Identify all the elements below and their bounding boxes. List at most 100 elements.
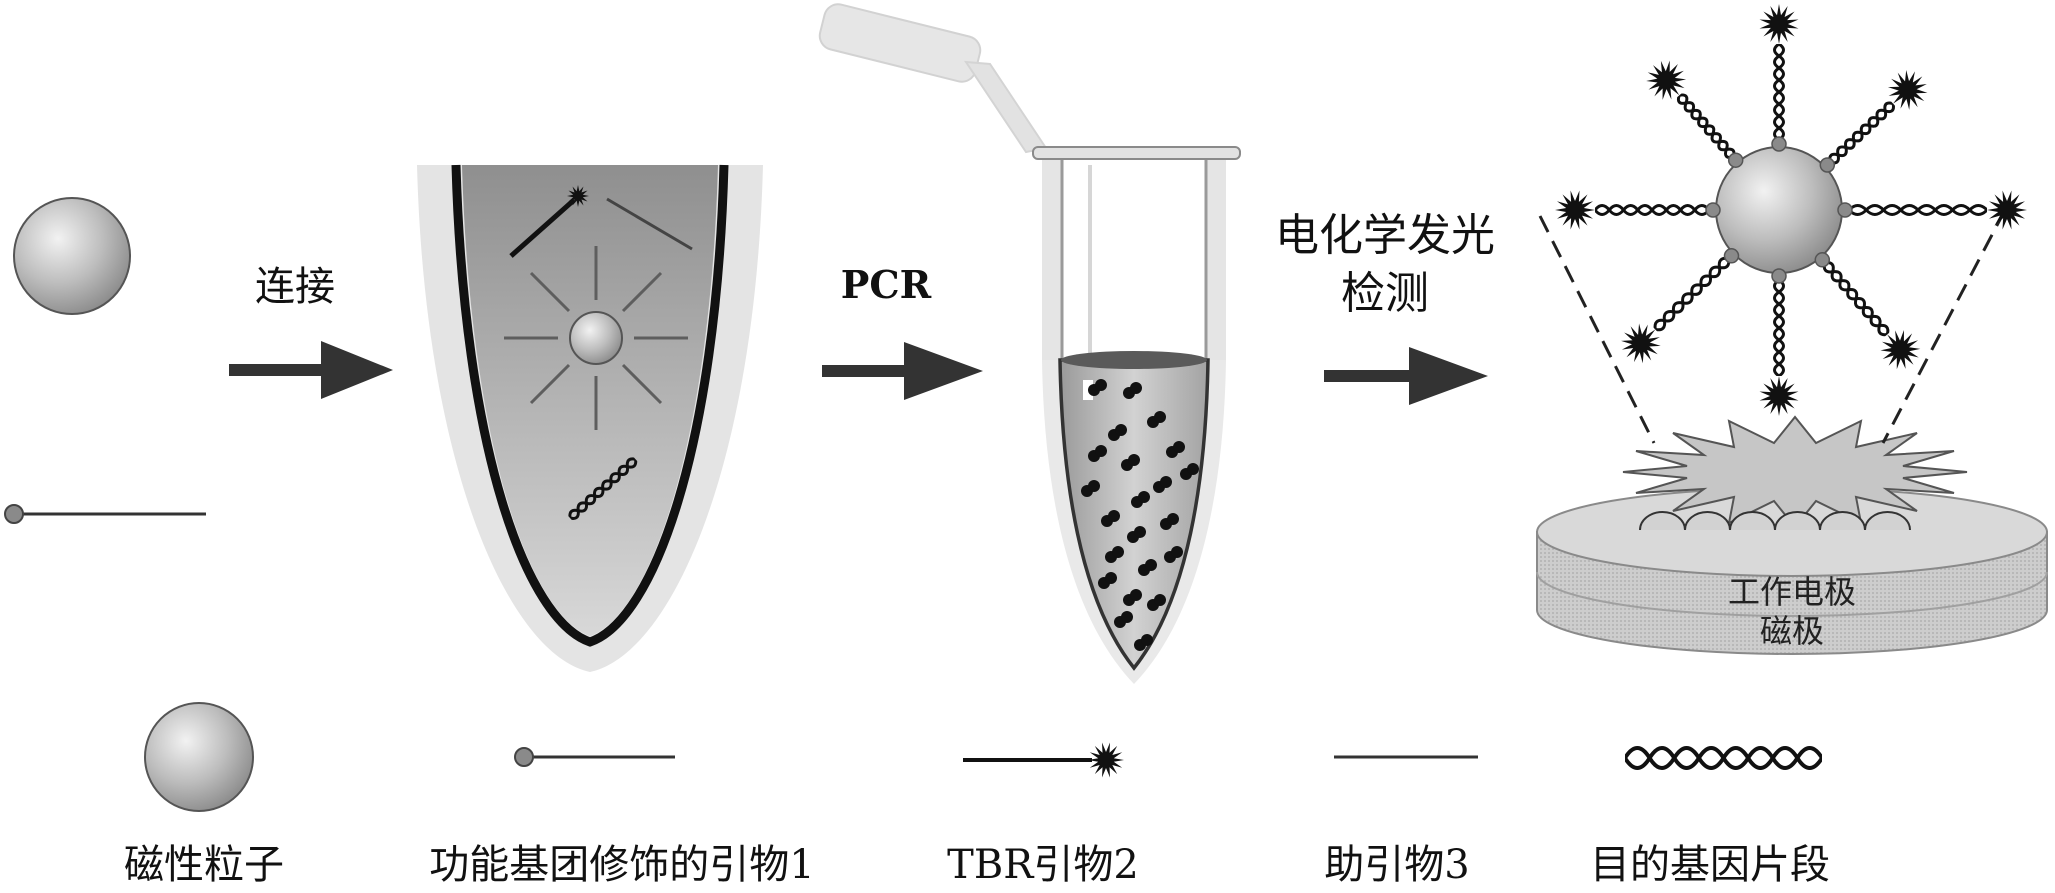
tbr-star-icon xyxy=(1088,742,1124,778)
tbr-star-icon xyxy=(1621,323,1661,364)
legend-label: TBR引物2 xyxy=(947,842,1139,888)
tube-lid-cap xyxy=(818,3,982,83)
captured-bead-layer xyxy=(1639,511,1911,531)
bead-connector xyxy=(1723,248,1740,264)
electrode-layer-boundary xyxy=(1536,571,2048,617)
tbr-product-particle xyxy=(1173,441,1185,453)
target-gene-helix-icon xyxy=(1625,747,1822,769)
radiating-primer xyxy=(621,363,663,405)
functional-group-dot xyxy=(514,747,534,767)
bead-with-primers xyxy=(504,246,688,430)
tube-particles xyxy=(1081,379,1199,651)
target-gene-helix-icon xyxy=(1651,254,1733,334)
bead-strands xyxy=(1555,4,2027,416)
tube-lid-hinge xyxy=(964,60,1048,154)
tbr-star-icon xyxy=(1880,329,1921,370)
legend-label: 助引物3 xyxy=(1324,842,1469,888)
cone-wall xyxy=(451,164,729,647)
zoom-guide-left xyxy=(1538,215,1656,444)
bead-connectors xyxy=(1705,136,1853,284)
tbr-product-particle xyxy=(1128,454,1140,466)
cone-body xyxy=(462,165,718,636)
bead-dna-strand xyxy=(1621,254,1733,364)
tube-wall-left xyxy=(1042,159,1062,362)
target-gene-helix-icon xyxy=(1595,204,1709,216)
tbr-primer-2-icon xyxy=(509,185,589,258)
tbr-product-particle xyxy=(1105,572,1117,584)
bead-connector xyxy=(1771,268,1787,284)
tbr-product-particle xyxy=(1154,411,1166,423)
tbr-primer-strand xyxy=(509,198,576,258)
tbr-product-particle xyxy=(1130,382,1142,394)
target-gene-helix-icon xyxy=(1774,44,1784,140)
tbr-product-particle xyxy=(1138,491,1150,503)
tbr-product-particle xyxy=(1121,611,1133,623)
tbr-product-particle xyxy=(1112,546,1124,558)
tbr-product-particle xyxy=(1130,589,1142,601)
tbr-star-icon xyxy=(1887,70,1928,110)
step3-label-line1: 电化学发光 xyxy=(1275,210,1495,261)
bead-dna-strand xyxy=(1646,60,1737,161)
tbr-star-icon xyxy=(1987,190,2027,230)
tube-rim xyxy=(1032,146,1241,160)
radiating-primer xyxy=(621,271,663,313)
target-gene-helix-icon xyxy=(1821,259,1892,338)
functional-group-dot xyxy=(4,504,24,524)
bead-dna-strand xyxy=(1849,190,2027,230)
tbr-product-particle xyxy=(1187,463,1199,475)
tbr-star-icon xyxy=(1759,4,1799,44)
legend-label: 目的基因片段 xyxy=(1590,842,1830,888)
tbr-product-particle xyxy=(1141,634,1153,646)
reaction-cone xyxy=(417,164,763,672)
target-gene-helix-icon xyxy=(1774,280,1784,376)
tbr-product-particle xyxy=(1115,424,1127,436)
target-gene-helix-icon xyxy=(1849,204,1987,216)
radiating-primer xyxy=(529,363,571,405)
target-gene-helix-icon xyxy=(1675,91,1737,161)
radiating-primer xyxy=(529,271,571,313)
bead-connector xyxy=(1837,202,1853,218)
tbr-product-particle xyxy=(1154,594,1166,606)
bead-dna-strand xyxy=(1555,190,1709,230)
legend-item-primer-1: 功能基团修饰的引物1 xyxy=(429,747,815,888)
legend: 磁性粒子 功能基团修饰的引物1 TBR引物2 助引物3 目的基因片段 xyxy=(124,702,1830,888)
legend-item-tbr-primer-2: TBR引物2 xyxy=(947,742,1139,888)
tbr-star-icon xyxy=(1555,190,1595,230)
arrow-right-icon xyxy=(822,342,983,400)
legend-item-magnetic-particle: 磁性粒子 xyxy=(124,702,284,888)
step3-label-line2: 检测 xyxy=(1341,268,1429,319)
bead-connector xyxy=(1727,152,1744,168)
tbr-product-particle xyxy=(1095,379,1107,391)
magnetic-particle-icon xyxy=(144,702,254,812)
magnetic-particle-icon xyxy=(569,311,623,365)
primer-3-icon xyxy=(606,197,693,251)
step2-label: PCR xyxy=(841,262,932,307)
magnetic-particle-icon xyxy=(13,197,131,315)
legend-label: 功能基团修饰的引物1 xyxy=(429,842,814,888)
tube-lid xyxy=(818,3,1048,154)
legend-item-primer-3: 助引物3 xyxy=(1324,755,1478,888)
tbr-star-icon xyxy=(1759,376,1799,416)
tbr-product-particle xyxy=(1145,559,1157,571)
tube-liquid xyxy=(1058,358,1210,671)
arrow-right-icon xyxy=(1324,347,1488,405)
detection-assembly: 工作电极 磁极 xyxy=(1536,4,2048,655)
bead-dna-strand xyxy=(1826,70,1928,167)
bead-dna-strand xyxy=(1759,280,1799,416)
tbr-product-particle xyxy=(1171,546,1183,558)
tbr-product-particle xyxy=(1167,513,1179,525)
arrow-right-icon xyxy=(229,341,393,399)
bead-connector xyxy=(1771,136,1787,152)
working-electrode-label: 工作电极 xyxy=(1728,573,1856,611)
tbr-product-particle xyxy=(1108,510,1120,522)
tbr-product-particle xyxy=(1160,476,1172,488)
legend-item-target-gene: 目的基因片段 xyxy=(1590,747,1830,888)
liquid-surface xyxy=(1061,351,1207,369)
bead-connector xyxy=(1814,252,1831,268)
magnet-label: 磁极 xyxy=(1760,612,1824,650)
tube-wall-right xyxy=(1206,159,1226,362)
bead-connector xyxy=(1705,202,1721,218)
bead-dna-strand xyxy=(1759,4,1799,140)
legend-label: 磁性粒子 xyxy=(124,842,284,888)
